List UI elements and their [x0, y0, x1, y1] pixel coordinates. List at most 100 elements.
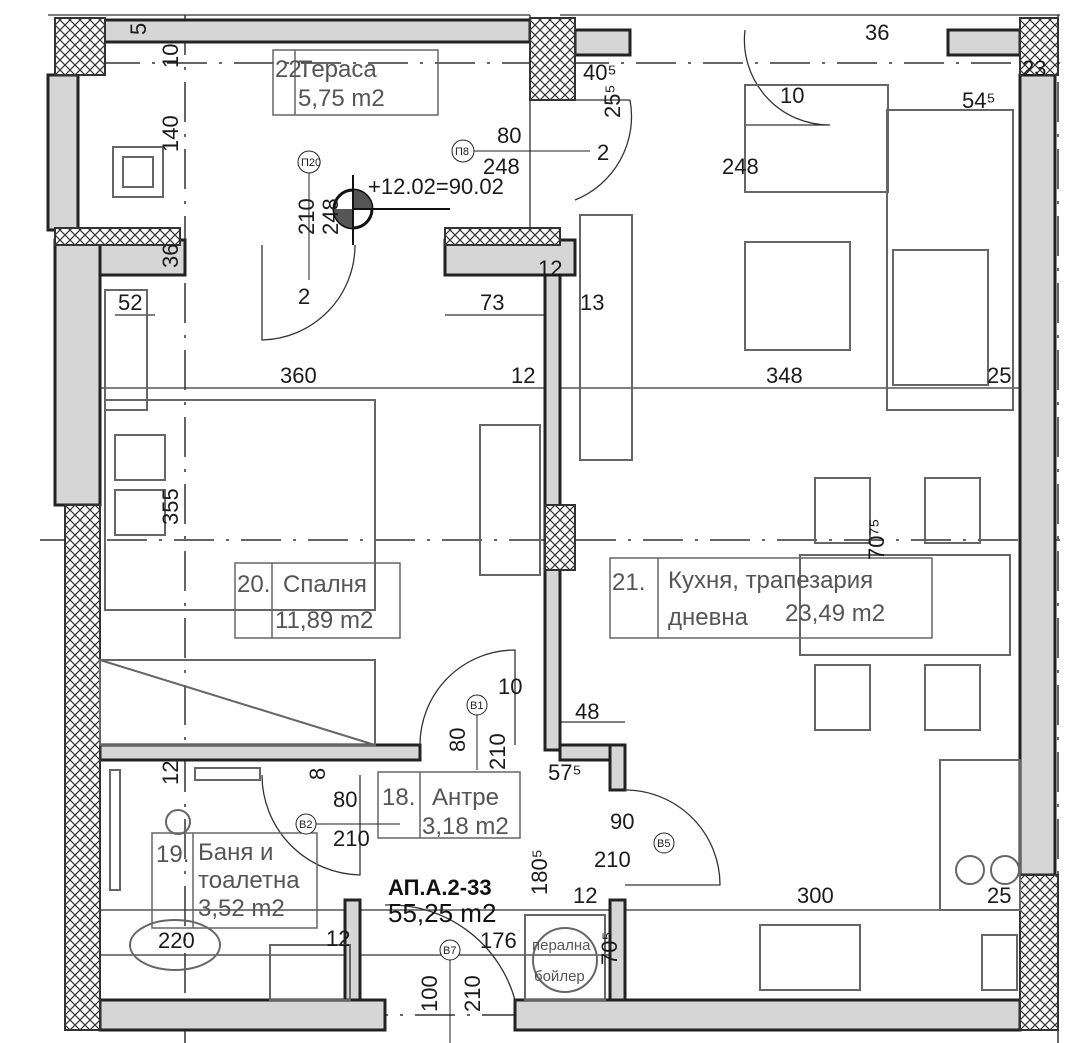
label-dims-d73: 73: [480, 290, 504, 315]
label-dims-d2a: 2: [298, 284, 310, 309]
label-doors-p20-w: 210: [294, 198, 319, 235]
label-rooms-4-name: Баня и: [198, 839, 273, 866]
label-doors-b5-tag: В5: [657, 838, 670, 850]
label-doors-b7-w: 100: [417, 975, 442, 1012]
washbasin: [269, 944, 351, 1001]
room-terrace: 22. Тераса 5,75 m2: [272, 49, 439, 116]
sink: [759, 924, 861, 991]
label-rooms-1-num: 20.: [237, 571, 270, 598]
label-dims-d25c: 25: [987, 883, 1011, 908]
label-dims-d40: 40⁵: [583, 60, 617, 85]
label-rooms-2-name2: дневна: [668, 604, 749, 631]
label-rooms-1-area: 11,89 m2: [275, 607, 373, 634]
stove: [939, 759, 1021, 911]
tv-unit: [579, 214, 633, 461]
label-dims-d25a: 25⁵: [600, 84, 625, 118]
label-dims-d12a: 12: [538, 256, 562, 281]
label-dims-d70b: 70⁵: [597, 931, 622, 965]
label-dims-d10b: 10: [780, 83, 804, 108]
room-bedroom: 20. Спалня 11,89 m2: [234, 562, 401, 639]
label-rooms-3-num: 18.: [382, 784, 415, 811]
label-doors-b2-tag: В2: [299, 819, 312, 831]
label-dims-d348: 348: [766, 363, 803, 388]
door-tag-p8: П8 80 248: [451, 123, 590, 179]
label-rooms-0-num: 22.: [275, 56, 308, 83]
label-rooms-3-name: Антре: [432, 784, 499, 811]
label-doors-b1-w: 80: [445, 728, 470, 752]
door-tag-b1: В1 80 210: [445, 694, 510, 770]
elevation-label: +12.02=90.02: [368, 174, 504, 199]
label-dims-d12e: 12: [326, 926, 350, 951]
label-doors-b2-h: 210: [333, 826, 370, 851]
label-dims-d10c: 10: [498, 674, 522, 699]
label-dims-d23: 23: [1022, 56, 1046, 81]
label-plan-apartment_id: АП.А.2-33: [388, 875, 492, 900]
door-tags: П20 210 248 П8 80 248 В1 80 210 В2 80 21…: [294, 123, 675, 1043]
label-dims-d25b: 25: [987, 363, 1011, 388]
wardrobe: [479, 424, 541, 576]
label-dims-d12d: 12: [573, 883, 597, 908]
label-dims-d10a: 10: [158, 44, 183, 68]
chimney: [122, 156, 154, 188]
label-doors-b2-w: 80: [333, 787, 357, 812]
walls: [46, 17, 1059, 1032]
room-entrance: 18. Антре 3,18 m2: [377, 771, 521, 840]
furniture: [99, 84, 1021, 1001]
dining-table: [799, 554, 1011, 656]
label-dims-d2b: 2: [597, 140, 609, 165]
label-dims-d300: 300: [797, 883, 834, 908]
label-doors-b7-tag: В7: [443, 945, 456, 957]
door-tag-b7: В7 100 210: [417, 939, 485, 1043]
label-rooms-0-area: 5,75 m2: [298, 85, 385, 112]
label-rooms-4-name2: тоалетна: [198, 867, 300, 894]
label-rooms-4-area: 3,52 m2: [198, 895, 285, 922]
label-dims-d36a: 36: [158, 244, 183, 268]
label-doors-b1-tag: В1: [470, 700, 483, 712]
label-dims-d52: 52: [118, 290, 142, 315]
label-rooms-2-name: Кухня, трапезария: [668, 567, 873, 594]
room-bathroom: 19. Баня и тоалетна 3,52 m2: [151, 832, 318, 929]
label-doors-b1-h: 210: [485, 733, 510, 770]
door-tag-p20: П20 210 248: [294, 150, 343, 280]
living-table: [744, 84, 889, 193]
label-rooms-2-num: 21.: [612, 569, 645, 596]
label-dims-d220: 220: [158, 928, 195, 953]
label-fixtures-boiler_label: бойлер: [534, 968, 585, 985]
label-doors-p8-w: 80: [497, 123, 521, 148]
washer: [532, 927, 598, 993]
label-dims-d140: 140: [158, 115, 183, 152]
label-doors-b5-h: 210: [594, 847, 631, 872]
label-rooms-3-area: 3,18 m2: [422, 813, 509, 840]
label-dims-d5: 5: [126, 23, 151, 35]
label-dims-d70: 70⁷⁵: [864, 518, 889, 560]
label-dims-d176: 176: [480, 928, 517, 953]
room-living-kitchen: 21. Кухня, трапезария дневна 23,49 m2: [609, 557, 933, 639]
label-dims-d8: 8: [305, 768, 330, 780]
label-dims-d180: 180⁵: [527, 849, 552, 895]
label-dims-d355: 355: [158, 488, 183, 525]
label-doors-b7-h: 210: [460, 975, 485, 1012]
dimension-labels: 5 10 140 36 2 40⁵ 25⁵ 2 36 10 23 54⁵ 248…: [118, 20, 1046, 965]
label-dims-d36b: 36: [865, 20, 889, 45]
label-dims-d248: 248: [722, 154, 759, 179]
sofa: [886, 109, 1014, 411]
elevation-marker: +12.02=90.02: [332, 174, 504, 245]
radiator: [194, 767, 261, 781]
toilet: [129, 919, 221, 971]
label-rooms-0-name: Тераса: [298, 56, 377, 83]
label-fixtures-washer_label: перална: [532, 937, 591, 954]
label-dims-d48: 48: [575, 699, 599, 724]
apartment-label: АП.А.2-33 55,25 m2: [388, 875, 496, 928]
shower: [109, 769, 121, 891]
label-dims-d12c: 12: [158, 761, 183, 785]
label-doors-b5-w: 90: [610, 809, 634, 834]
label-dims-d57: 57⁵: [548, 760, 582, 785]
label-rooms-2-area: 23,49 m2: [785, 600, 885, 627]
label-doors-p8-h: 248: [483, 154, 520, 179]
washer-boiler-label: перална бойлер: [532, 937, 591, 985]
label-doors-p8-tag: П8: [455, 146, 469, 158]
label-rooms-4-num: 19.: [156, 841, 189, 868]
coffee-table: [744, 241, 851, 351]
bed: [104, 399, 376, 611]
label-rooms-1-name: Спалня: [283, 571, 367, 598]
